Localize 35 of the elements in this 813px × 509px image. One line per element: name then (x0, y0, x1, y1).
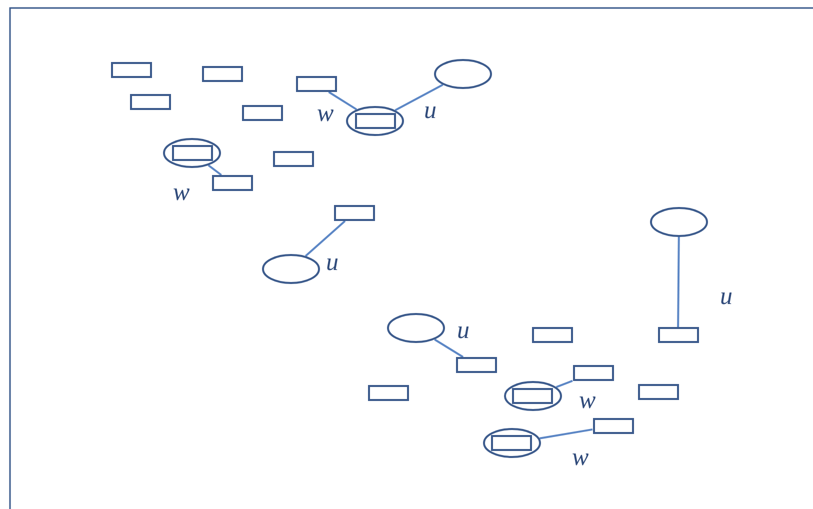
rectangle-shape (368, 385, 408, 401)
rectangle-shape (272, 151, 314, 167)
connector-line (556, 380, 573, 388)
rectangle-shape (490, 435, 532, 451)
rectangle-shape (130, 94, 170, 110)
rectangle-shape (334, 205, 374, 221)
rectangle-shape (658, 327, 698, 343)
rectangle-shape (572, 365, 614, 381)
connector-line (539, 428, 593, 440)
ellipse-shape (504, 381, 562, 411)
rectangle-shape (172, 145, 212, 161)
ellipse-shape (163, 138, 221, 168)
connector-line (394, 84, 444, 112)
connector-line (328, 91, 358, 110)
ellipse-shape (387, 313, 445, 343)
rectangle-shape (592, 418, 634, 434)
connector-line (677, 237, 680, 328)
rectangle-shape (110, 62, 152, 78)
rectangle-shape (512, 388, 552, 404)
ellipse-shape (483, 428, 541, 458)
connector-line (434, 338, 464, 358)
rectangle-shape (242, 105, 282, 121)
rectangle-shape (532, 327, 572, 343)
rectangle-shape (354, 113, 396, 129)
ellipse-shape (346, 106, 404, 136)
rectangle-shape (296, 76, 336, 92)
connector-line (208, 164, 222, 176)
rectangle-shape (456, 357, 496, 373)
ellipse-shape (262, 254, 320, 284)
ellipse-shape (434, 59, 492, 89)
rectangle-shape (202, 66, 242, 82)
ellipse-shape (650, 207, 708, 237)
connector-line (304, 220, 346, 257)
rectangle-shape (212, 175, 252, 191)
rectangle-shape (638, 384, 678, 400)
